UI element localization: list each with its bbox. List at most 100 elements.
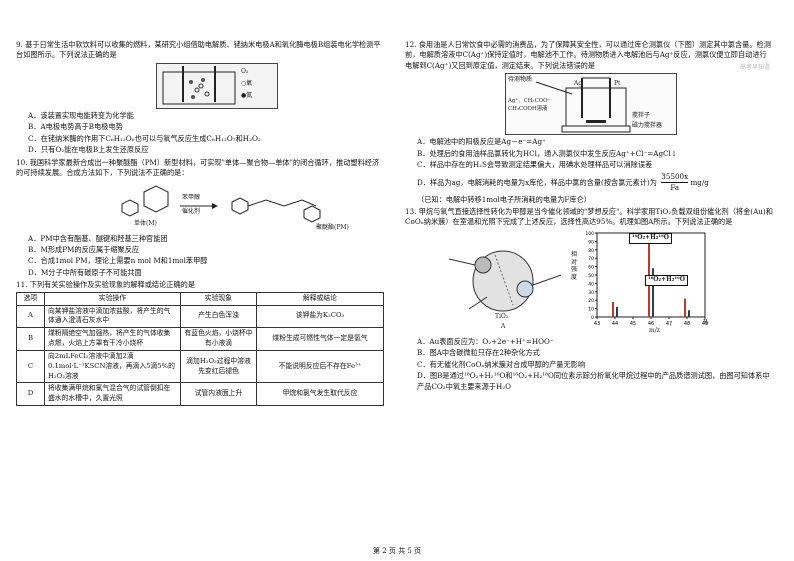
q12-fig-sample: 待测物质: [508, 76, 533, 84]
q12-option-d-text: D．样品为ag，电解消耗的电量为x库伦，样品中氯的含量(按含氯元素计)为: [417, 177, 657, 187]
table-cell: 试管内液面上升: [180, 382, 257, 407]
q11-table: 选项 实验操作 实验现象 解释或结论 A 向某钾盐溶液中滴加浓盐酸，将产生的气体…: [16, 291, 384, 407]
q12-fig-magnetic: 磁力搅拌器: [632, 122, 663, 130]
table-header: 实验现象: [180, 291, 257, 306]
table-header-row: 选项 实验操作 实验现象 解释或结论: [16, 291, 384, 306]
q13-option-d[interactable]: D．图B是通过¹⁸O₂+H₂¹⁶O和¹⁶O₂+H₂¹⁸O同位素示踪分析氧化甲烷过…: [417, 371, 770, 391]
table-cell: 向某钾盐溶液中滴加浓盐酸，将产生的气体通入澄清石灰水中: [44, 304, 181, 329]
q12-figure: 待测物质 Ag Pt Ag⁺、CH₃COO⁻ CH₃COOH溶液 搅拌子 磁力搅…: [505, 73, 677, 136]
q10-option-b[interactable]: B．M形成PM的反应属于缩聚反应: [28, 244, 140, 254]
q12-fig-pt: Pt: [614, 80, 621, 88]
q13-stem: 13. 甲烷与氧气直接选择性转化为甲醇是当今催化领域的"梦想反应"。科学家用Ti…: [405, 206, 773, 227]
x-tick-label: 45: [630, 321, 636, 327]
q13-tio2: TiO₂: [495, 312, 509, 320]
x-tick-label: 44: [612, 321, 618, 327]
q10-option-c[interactable]: C．合成1mol PM，理论上需要n mol M和1mol苯甲醇: [28, 256, 208, 266]
left-column: 9. 基于日常生活中软饮料可以收集的燃料，某研究小组借助电解质、铑纳米电极A和氧…: [16, 40, 384, 408]
table-row: C 向2mLFeCl₂溶液中滴加2滴0.1mol·L⁻¹KSCN溶液，再滴入5滴…: [16, 349, 384, 384]
q13-figure-a: TiO₂ A: [439, 229, 569, 330]
q13-option-b[interactable]: B．图A中含碳微粒只存在2种杂化方式: [417, 348, 540, 358]
table-cell: 滴加H₂O₂过程中溶液先变红后褪色: [180, 349, 257, 384]
y-tick-label: 40: [588, 281, 594, 287]
chart-ylabel: 相对强度: [571, 250, 578, 282]
q9-figure: O₂ ○氧 ●氮: [156, 62, 278, 109]
table-cell: 煤粉生成可燃性气体一定是氢气: [256, 327, 384, 351]
x-tick-label: 48: [684, 321, 690, 327]
table-cell: D: [16, 382, 45, 407]
q12-fig-ag: Ag: [574, 80, 583, 88]
table-cell: 该钾盐为K₂CO₃: [256, 304, 384, 329]
y-tick-label: 70: [588, 256, 594, 262]
q11-stem: 11. 下列有关实验操作及实验现象的解释或结论正确的是: [16, 280, 196, 290]
table-header: 实验操作: [44, 291, 181, 306]
q9-option-d[interactable]: D．只有O₂能在电极B上发生还原反应: [28, 145, 149, 155]
question-10: 10. 我国科学家最新合成出一种聚醚酯（PM）新型材料，可实现"单体—聚合物—单…: [16, 158, 384, 279]
mechanism-diagram: [448, 250, 562, 312]
q13-fig-b-label: B: [703, 318, 708, 326]
q12-formula: 35500x Fa: [661, 172, 689, 194]
y-tick-label: 60: [588, 264, 594, 270]
q9-fig-legend-2: ●氮: [241, 91, 253, 99]
question-12: 12. 食用油是人日常饮食中必需的消费品，为了保障其安全性，可以通过库仑测氯仪（…: [405, 40, 773, 205]
table-row: D 将收集满甲烷和氯气混合气的试管倒扣在盛水的水槽中，久置光照 试管内液面上升 …: [16, 382, 384, 407]
y-tick-label: 90: [588, 239, 594, 245]
watermark: 高考早知道: [740, 64, 771, 71]
q12-option-c[interactable]: C．样品中存在的H₂S会导致测定结果偏大，用碘水处理样品可以消除误差: [417, 160, 653, 170]
q9-option-c[interactable]: C．在铑纳米酶的作用下C₆H₁₂O₆也可以与氧气反应生成C₆H₁₂O₇和H₂O₂: [28, 133, 261, 143]
table-cell: 产生白色浑浊: [180, 304, 257, 329]
table-cell: C: [16, 349, 45, 384]
table-cell: B: [16, 327, 45, 351]
q13-option-c[interactable]: C．有无催化剂CoOₓ纳米簇对合成甲醇的产量无影响: [417, 359, 586, 369]
reaction-scheme-svg: [121, 184, 321, 223]
right-column: 12. 食用油是人日常饮食中必需的消费品，为了保障其安全性，可以通过库仑测氯仪（…: [405, 40, 773, 394]
chart-xlabel: m/z: [649, 326, 660, 334]
question-9: 9. 基于日常生活中软饮料可以收集的燃料，某研究小组借助电解质、铑纳米电极A和氧…: [16, 40, 384, 156]
q10-option-d[interactable]: D．M分子中所有碳原子不可能共面: [28, 267, 142, 277]
q12-option-d[interactable]: D．样品为ag，电解消耗的电量为x库伦，样品中氯的含量(按含氯元素计)为 355…: [417, 172, 773, 194]
q10-option-a[interactable]: A．PM中含有酯基、醚键和羟基三种官能团: [28, 233, 168, 243]
q12-option-a[interactable]: A．电解池中的阳极反应是Ag－e⁻=Ag⁺: [417, 137, 546, 147]
x-tick-label: 49: [702, 321, 708, 327]
q10-label-pm: 聚醚酯(PM): [316, 223, 349, 231]
q10-reaction-scheme: 单体(M) 苯甲醇 催化剂 聚醚酯(PM): [16, 180, 384, 234]
y-tick-label: 80: [588, 248, 594, 254]
table-cell: A: [16, 304, 45, 329]
formula-numerator: 35500x: [661, 172, 689, 184]
q9-option-b[interactable]: B．A电极电势高于B电极电势: [28, 122, 123, 132]
q12-stem: 12. 食用油是人日常饮食中必需的消费品，为了保障其安全性，可以通过库仑测氯仪（…: [405, 40, 771, 70]
q10-catalyst2: 催化剂: [182, 207, 201, 215]
y-tick-label: 100: [585, 231, 594, 237]
q9-stem: 9. 基于日常生活中软饮料可以收集的燃料，某研究小组借助电解质、铑纳米电极A和氧…: [16, 40, 381, 60]
q10-label-m: 单体(M): [134, 219, 157, 227]
q9-fig-o2: O₂: [241, 67, 249, 75]
legend-box-1: ¹⁶O₂+H₂¹⁸O: [629, 232, 672, 244]
q12-option-b[interactable]: B．处理后的食用油样品氯转化为HCl，通入测氯仪中发生反应Ag⁺+Cl⁻=AgC…: [417, 148, 677, 158]
table-header: 选项: [16, 291, 45, 306]
formula-denominator: Fa: [670, 183, 680, 193]
table-cell: 将收集满甲烷和氯气混合气的试管倒扣在盛水的水槽中，久置光照: [44, 382, 181, 407]
question-13: 13. 甲烷与氧气直接选择性转化为甲醇是当今催化领域的"梦想反应"。科学家用Ti…: [405, 207, 773, 392]
x-tick-label: 46: [648, 321, 654, 327]
table-row: B 煤粉隔绝空气加强热，将产生的气体收集点燃，火焰上方罩有干冷小烧杯 有蓝色火焰…: [16, 327, 384, 351]
q9-fig-legend-1: ○氧: [241, 79, 253, 87]
table-cell: 有蓝色火焰，小烧杯中有小液滴: [180, 327, 257, 351]
coulometer-diagram: [535, 77, 631, 133]
legend-box-2: ¹⁸O₂+H₂¹⁶O: [645, 274, 688, 286]
table-cell: 甲烷和氯气发生取代反应: [256, 382, 384, 407]
q13-fig-a-label: A: [501, 322, 506, 330]
table-cell: 向2mLFeCl₂溶液中滴加2滴0.1mol·L⁻¹KSCN溶液，再滴入5滴5%…: [44, 349, 181, 384]
electrolysis-cell-diagram: [162, 65, 236, 105]
q12-note: （已知：电解中转移1mol电子所消耗的电量为F库仑）: [417, 194, 591, 204]
page-footer: 第 2 页 共 5 页: [372, 547, 422, 555]
y-tick-label: 30: [588, 290, 594, 296]
table-cell: 不能说明反应后不存在Fe³⁺: [256, 349, 384, 384]
table-cell: 煤粉隔绝空气加强热，将产生的气体收集点燃，火焰上方罩有干冷小烧杯: [44, 327, 181, 351]
y-tick-label: 0: [591, 315, 594, 321]
formula-unit: mg/g: [690, 177, 709, 187]
q13-option-a[interactable]: A．Au表面反应为：O₂+2e⁻+H⁺=HOO⁻: [417, 336, 554, 346]
table-header: 解释或结论: [256, 291, 384, 306]
table-row: A 向某钾盐溶液中滴加浓盐酸，将产生的气体通入澄清石灰水中 产生白色浑浊 该钾盐…: [16, 304, 384, 329]
y-tick-label: 20: [588, 298, 594, 304]
q9-option-a[interactable]: A．该装置实现电能转变为化学能: [28, 110, 134, 120]
